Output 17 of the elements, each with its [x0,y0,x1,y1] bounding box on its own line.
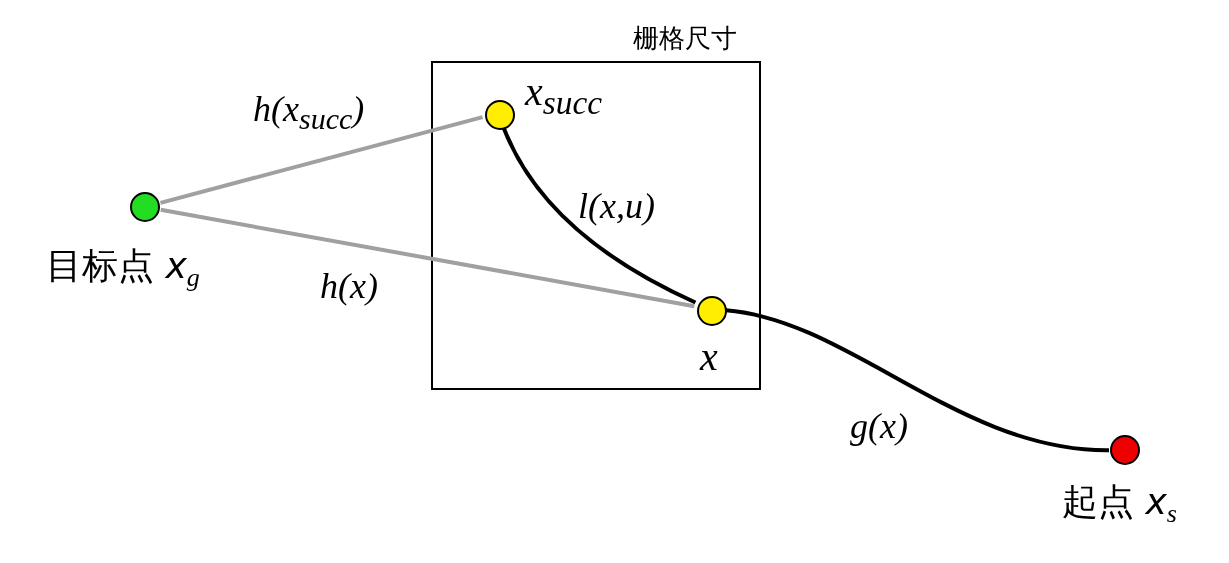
point-circle [485,100,515,130]
edge-label: h(x) [320,265,378,307]
connector-line [160,207,695,309]
start-point-label: 起点 x$_{s}$ [1062,480,1177,530]
grid-size-label: 栅格尺寸 [633,22,737,55]
point-circle [1110,435,1140,465]
point-label: x [700,333,718,380]
edge-label: g(x) [850,405,908,447]
point-label: x$_{succ}$ [525,68,602,122]
edge-label: h(x$_{succ}$) [253,88,365,137]
point-circle [130,192,160,222]
connector-line [501,127,697,305]
connector-line [159,115,484,205]
point-circle [697,296,727,326]
edge-label: l(x,u) [578,185,655,227]
goal-point-label: 目标点 x$_{g}$ [46,244,200,294]
connector-line [725,308,1110,453]
